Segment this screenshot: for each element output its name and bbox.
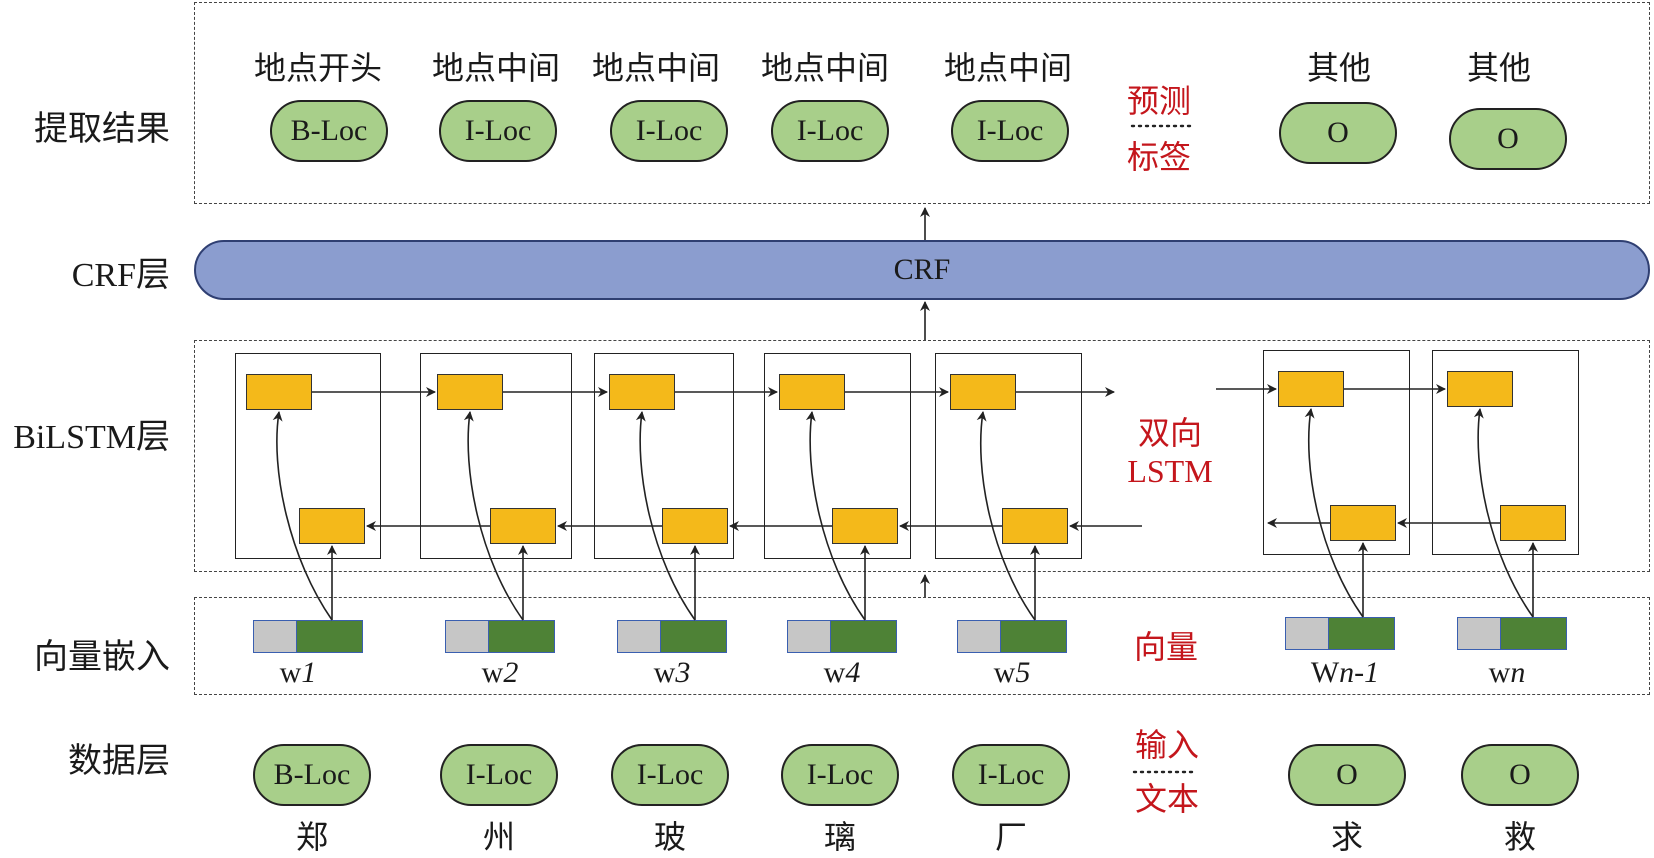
forward-lstm-unit <box>609 374 675 410</box>
top-tag: I-Loc <box>951 100 1069 162</box>
top-tag: I-Loc <box>771 100 889 162</box>
input-tag: I-Loc <box>611 744 729 806</box>
input-text-note-top: 输入 <box>1134 727 1199 763</box>
lstm-cell <box>594 353 734 559</box>
top-caption: 地点中间 <box>760 50 889 86</box>
word-label: w4 <box>823 656 861 689</box>
forward-lstm-unit <box>1447 371 1513 407</box>
lstm-cell <box>1432 350 1579 555</box>
backward-lstm-unit <box>1500 505 1566 541</box>
crf-label: CRF <box>893 253 951 286</box>
backward-lstm-unit <box>1002 508 1068 544</box>
lstm-cell <box>235 353 381 559</box>
top-caption: 地点中间 <box>431 50 560 86</box>
input-tag: O <box>1288 744 1406 806</box>
input-char: 州 <box>482 819 515 855</box>
input-tag: I-Loc <box>952 744 1070 806</box>
word-label: w2 <box>481 656 519 689</box>
lstm-cell <box>1263 350 1410 555</box>
input-char: 求 <box>1330 819 1363 855</box>
input-tag: I-Loc <box>440 744 558 806</box>
top-caption: 其他 <box>1466 50 1531 86</box>
word-label: wn <box>1488 656 1526 689</box>
forward-lstm-unit <box>437 374 503 410</box>
input-char: 救 <box>1503 819 1536 855</box>
top-tag: I-Loc <box>439 100 557 162</box>
word-vector <box>445 620 555 653</box>
crf-bar: CRF <box>194 240 1650 300</box>
input-char: 璃 <box>823 819 856 855</box>
top-tag: I-Loc <box>610 100 728 162</box>
top-tag: O <box>1449 108 1567 170</box>
input-text-note-bottom: 文本 <box>1134 781 1199 817</box>
layer-label-bilstm: BiLSTM层 <box>13 419 170 456</box>
forward-lstm-unit <box>950 374 1016 410</box>
lstm-cell <box>935 353 1082 559</box>
input-char: 厂 <box>994 819 1027 855</box>
word-vector <box>617 620 727 653</box>
layer-label-embedding: 向量嵌入 <box>34 639 170 676</box>
top-caption: 地点中间 <box>943 50 1072 86</box>
word-label: Wn-1 <box>1310 656 1380 689</box>
top-caption: 地点中间 <box>591 50 720 86</box>
predict-label-note-top: 预测 <box>1126 83 1191 119</box>
lstm-cell <box>420 353 572 559</box>
vector-note: 向量 <box>1133 629 1198 665</box>
word-label: w3 <box>653 656 691 689</box>
backward-lstm-unit <box>662 508 728 544</box>
top-caption: 其他 <box>1306 50 1371 86</box>
embedding-group <box>194 597 1650 695</box>
input-char: 玻 <box>653 819 686 855</box>
input-char: 郑 <box>295 819 328 855</box>
input-tag: I-Loc <box>781 744 899 806</box>
bilstm-note-line2: LSTM <box>1127 453 1213 489</box>
layer-label-extraction: 提取结果 <box>34 111 170 148</box>
bilstm-note-line1: 双向 <box>1137 415 1202 451</box>
word-vector <box>253 620 363 653</box>
top-caption: 地点开头 <box>253 50 382 86</box>
forward-lstm-unit <box>246 374 312 410</box>
lstm-cell <box>764 353 911 559</box>
word-label: w5 <box>993 656 1031 689</box>
top-tag: B-Loc <box>270 100 388 162</box>
word-vector <box>1285 617 1395 650</box>
predict-label-note-bottom: 标签 <box>1126 139 1191 175</box>
input-tag: B-Loc <box>253 744 371 806</box>
bilstm-group <box>194 340 1650 572</box>
top-tag: O <box>1279 102 1397 164</box>
word-label: w1 <box>279 656 317 689</box>
backward-lstm-unit <box>1330 505 1396 541</box>
input-tag: O <box>1461 744 1579 806</box>
word-vector <box>1457 617 1567 650</box>
backward-lstm-unit <box>490 508 556 544</box>
layer-label-data: 数据层 <box>68 743 170 780</box>
word-vector <box>957 620 1067 653</box>
extraction-group <box>194 2 1650 204</box>
forward-lstm-unit <box>1278 371 1344 407</box>
backward-lstm-unit <box>299 508 365 544</box>
layer-label-crf: CRF层 <box>71 257 170 294</box>
forward-lstm-unit <box>779 374 845 410</box>
word-vector <box>787 620 897 653</box>
backward-lstm-unit <box>832 508 898 544</box>
